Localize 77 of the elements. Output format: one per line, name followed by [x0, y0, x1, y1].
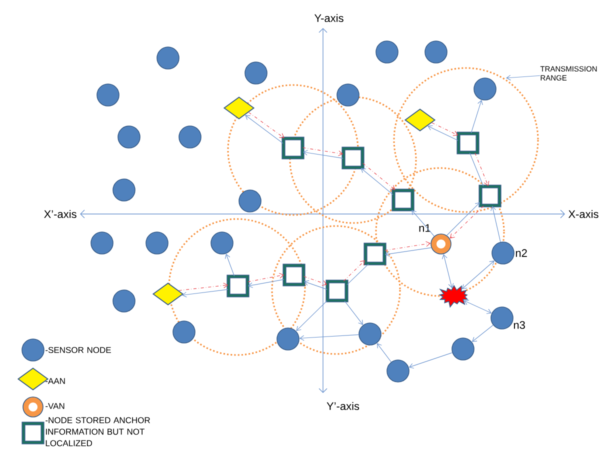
arrow	[462, 260, 494, 290]
sensor-node	[376, 40, 398, 64]
node-label: n1	[419, 224, 430, 232]
arrow	[245, 115, 284, 144]
arrow	[490, 206, 501, 242]
square-node	[326, 280, 348, 302]
arrow	[428, 125, 458, 141]
arrow	[344, 300, 364, 325]
square-node	[282, 136, 304, 160]
arrow	[360, 168, 394, 196]
axis-label: X-axis	[568, 210, 598, 218]
arrow	[182, 289, 228, 298]
sensor-node	[276, 328, 300, 350]
axis-label: X’-axis	[44, 210, 76, 218]
dashed-arrow	[178, 282, 228, 291]
dashed-arrow	[343, 260, 366, 282]
arrow	[464, 300, 492, 314]
leader-line	[506, 74, 540, 80]
sensor-node	[112, 178, 136, 202]
arrow	[299, 334, 359, 341]
sensor-node	[96, 84, 120, 106]
arrow	[296, 300, 328, 332]
sensor-node	[118, 126, 140, 148]
sensor-node	[336, 84, 360, 106]
square-node	[282, 264, 306, 286]
arrow	[376, 343, 392, 362]
arrow	[472, 324, 494, 342]
sensor-node	[490, 306, 514, 330]
line	[469, 152, 484, 186]
axis-label: Y’-axis	[326, 402, 360, 410]
arrow	[442, 254, 454, 288]
arrow	[224, 254, 235, 276]
sensor-node	[156, 46, 180, 70]
arrow	[408, 352, 452, 369]
square-node	[226, 274, 250, 298]
sensor-node	[210, 232, 234, 254]
legend-text: -VAN	[46, 403, 64, 409]
square-node	[342, 146, 364, 170]
sensor-node	[452, 338, 474, 360]
ring-node	[430, 234, 452, 254]
sensor-node	[146, 232, 168, 254]
sensor-node	[90, 232, 114, 254]
dashed-arrow	[384, 241, 431, 251]
node-label: n2	[516, 249, 527, 257]
arrow	[384, 247, 432, 257]
sensor-node	[172, 320, 196, 344]
dashed-arrow	[362, 162, 396, 190]
axis-label: Y-axis	[314, 14, 344, 22]
sensor-node	[112, 290, 136, 312]
arrow	[304, 280, 328, 290]
arrow	[302, 150, 344, 159]
dashed-arrow	[302, 147, 344, 156]
arrow	[470, 100, 483, 134]
dashed-arrow	[248, 272, 284, 282]
square-node	[478, 184, 502, 208]
sensor-node	[386, 360, 410, 382]
square-node	[364, 242, 386, 266]
dashed-arrow	[304, 276, 328, 286]
square-node	[456, 132, 480, 154]
sensor-node	[178, 126, 202, 148]
legend-text: -NODE STORED ANCHOR INFORMATION BUT NOT LOCALIZED	[46, 417, 150, 446]
sensor-node	[244, 62, 268, 84]
legend-text: -AAN	[46, 378, 65, 384]
arrow	[248, 279, 284, 288]
dashed-arrow	[248, 112, 284, 138]
dashed-arrow	[474, 152, 490, 186]
sensor-node	[358, 322, 382, 346]
sensor-node	[424, 40, 448, 64]
dashed-arrow	[432, 122, 458, 136]
legend-text: -SENSOR NODE	[46, 347, 111, 353]
square-node	[392, 188, 414, 212]
sensor-node	[474, 78, 496, 100]
sensor-node	[492, 242, 514, 264]
line	[346, 264, 369, 286]
node-label: n3	[514, 321, 525, 329]
arrow	[412, 210, 434, 236]
sensor-node	[238, 190, 262, 212]
